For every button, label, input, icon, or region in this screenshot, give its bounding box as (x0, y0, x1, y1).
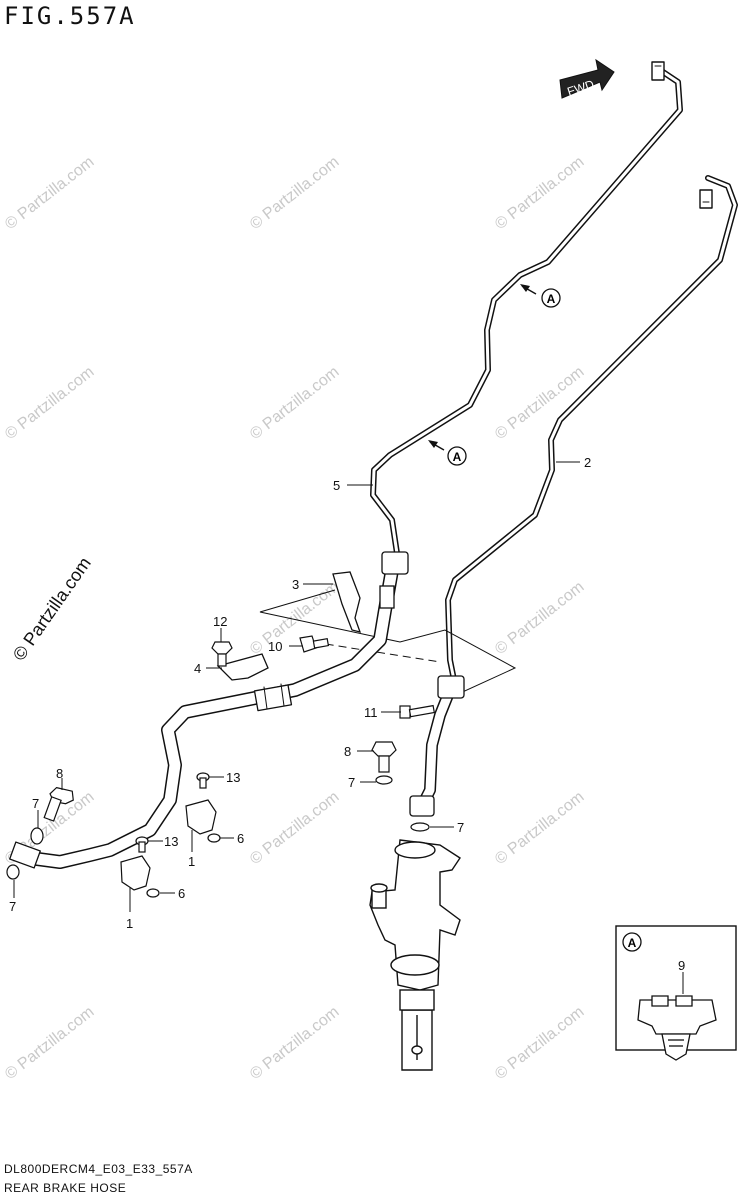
brake-pipe-5 (370, 61, 683, 563)
bolt-part-12 (211, 641, 233, 667)
bolt-part-10 (299, 635, 330, 653)
detail-a-inset: A 9 (615, 925, 737, 1061)
callout-7: 7 (348, 775, 355, 790)
callout-13: 13 (226, 770, 240, 785)
callout-5: 5 (333, 478, 340, 493)
watermark-text: © Partzilla.com (492, 578, 587, 658)
callout-6: 6 (178, 886, 185, 901)
bolt-part-11 (399, 704, 436, 719)
watermark-text: © Partzilla.com (2, 1003, 97, 1083)
callout-9: 9 (678, 958, 685, 973)
watermark-text: © Partzilla.com (2, 153, 97, 233)
clamp-part-1-lower (120, 836, 151, 891)
callout-leaders (13, 461, 580, 912)
figure-title: FIG.557A (4, 2, 136, 30)
callout-11: 11 (364, 705, 378, 720)
bracket-part-3 (332, 571, 362, 633)
brake-pipe-2 (445, 175, 738, 688)
callout-2: 2 (584, 455, 591, 470)
inset-marker: A (628, 936, 637, 950)
watermark-text: © Partzilla.com (9, 553, 95, 664)
pipe-clip-part-9 (637, 995, 717, 1061)
callout-6: 6 (237, 831, 244, 846)
figure-code: DL800DERCM4_E03_E33_557A (4, 1162, 193, 1176)
callout-1: 1 (126, 916, 133, 931)
callout-13: 13 (164, 834, 178, 849)
callout-labels: 5 2 3 4 10 12 11 8 7 7 8 7 7 13 13 6 6 1… (9, 455, 591, 931)
clamp-part-1-upper (185, 772, 217, 835)
callout-8: 8 (344, 744, 351, 759)
callout-10: 10 (268, 639, 282, 654)
watermark-text: © Partzilla.com (2, 363, 97, 443)
detail-a-pointer-lower: A (428, 440, 467, 466)
callout-3: 3 (292, 577, 299, 592)
union-bolt-part-8-right (371, 741, 397, 773)
hose-clamp-right (409, 675, 465, 817)
watermark-text: © Partzilla.com (247, 788, 342, 868)
union-bolt-part-8-left (43, 786, 74, 822)
rear-brake-master-cylinder (369, 839, 461, 1071)
callout-1: 1 (188, 854, 195, 869)
washer-part-6 (146, 833, 221, 898)
forward-direction-arrow: FWD (559, 58, 615, 99)
rear-brake-hose (9, 563, 399, 869)
callout-4: 4 (194, 661, 201, 676)
bracket-part-4 (216, 653, 269, 681)
watermark-text: © Partzilla.com (492, 153, 587, 233)
washer-part-7 (6, 775, 430, 880)
hose-clamp-upper-left (379, 551, 409, 609)
watermark-text: © Partzilla.com (247, 1003, 342, 1083)
callout-7: 7 (457, 820, 464, 835)
watermark-text: © Partzilla.com (247, 363, 342, 443)
detail-a-marker: A (453, 450, 462, 464)
watermark-text: © Partzilla.com (492, 1003, 587, 1083)
detail-a-pointer-upper: A (520, 284, 561, 308)
callout-8: 8 (56, 766, 63, 781)
callout-7: 7 (9, 899, 16, 914)
detail-a-marker: A (547, 292, 556, 306)
watermark-text: © Partzilla.com (492, 788, 587, 868)
rear-brake-hose-short (419, 684, 456, 806)
watermark-text: © Partzilla.com (247, 153, 342, 233)
callout-12: 12 (213, 614, 227, 629)
callout-7: 7 (32, 796, 39, 811)
figure-name: REAR BRAKE HOSE (4, 1181, 127, 1195)
